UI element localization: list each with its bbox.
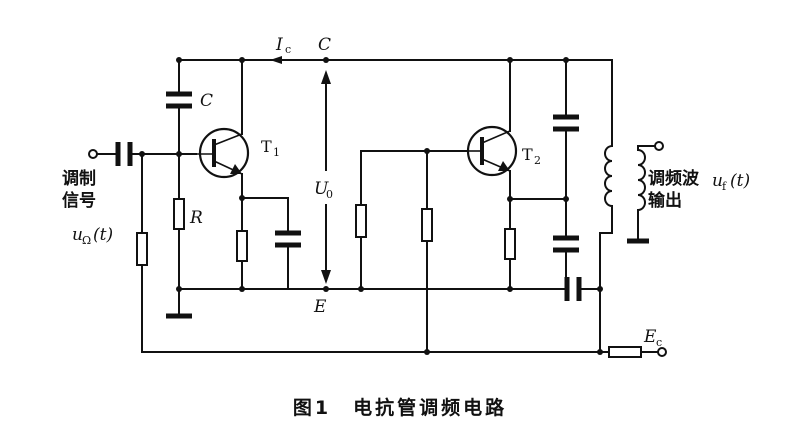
bus-coupling-capacitor xyxy=(564,277,582,301)
supply-resistor xyxy=(608,346,642,358)
tank-capacitor-bottom xyxy=(553,235,579,253)
input-label-line2: 信号 xyxy=(62,190,96,211)
transistor-t2 xyxy=(466,125,518,177)
output-label-line2: 输出 xyxy=(648,190,682,211)
input-label-line1: 调制 xyxy=(62,168,96,189)
transistor-t1 xyxy=(196,127,250,179)
u0-label-sub: 0 xyxy=(326,188,333,201)
t2-base-resistor-left xyxy=(355,204,367,238)
resistor-r xyxy=(173,198,185,230)
t1-label: T xyxy=(261,137,272,156)
capacitor-c xyxy=(166,91,192,109)
output-terminal xyxy=(654,141,664,151)
tank-capacitor-top xyxy=(553,114,579,132)
c-node-label: C xyxy=(318,35,331,55)
input-bias-resistor xyxy=(136,232,148,266)
ic-label-sub: c xyxy=(285,43,291,56)
u0-voltage-arrow xyxy=(321,70,331,284)
junction-dots xyxy=(139,57,603,355)
t1-label-sub: 1 xyxy=(273,146,280,159)
ic-label: I xyxy=(275,35,283,55)
t1-emitter-resistor xyxy=(236,230,248,262)
u-omega-label-sub: Ω xyxy=(82,234,91,247)
output-transformer xyxy=(604,144,646,212)
input-coupling-capacitor xyxy=(115,142,133,166)
u0-label: U xyxy=(314,179,329,199)
capacitor-c-label: C xyxy=(200,91,213,111)
u-omega-label-arg: (t) xyxy=(93,225,113,245)
u-omega-label: u xyxy=(72,225,83,245)
output-label-line1: 调频波 xyxy=(648,168,700,189)
ec-label-sub: c xyxy=(656,336,662,349)
input-terminal xyxy=(88,149,98,159)
ic-arrow xyxy=(270,56,282,64)
uf-label-sub: f xyxy=(722,180,727,193)
ec-label: E xyxy=(643,327,657,347)
ec-terminal xyxy=(657,347,667,357)
t2-emitter-resistor xyxy=(504,228,516,260)
t2-label-sub: 2 xyxy=(534,154,541,167)
t2-base-resistor-right xyxy=(421,208,433,242)
resistor-r-label: R xyxy=(189,208,203,228)
uf-label: u xyxy=(712,171,723,191)
emitter-bypass-capacitor xyxy=(275,230,301,248)
e-node-label: E xyxy=(313,297,327,317)
circuit-wires xyxy=(96,56,659,353)
uf-label-arg: (t) xyxy=(730,171,750,191)
t2-label: T xyxy=(522,145,533,164)
figure-caption: 图1 电抗管调频电路 xyxy=(293,396,507,419)
